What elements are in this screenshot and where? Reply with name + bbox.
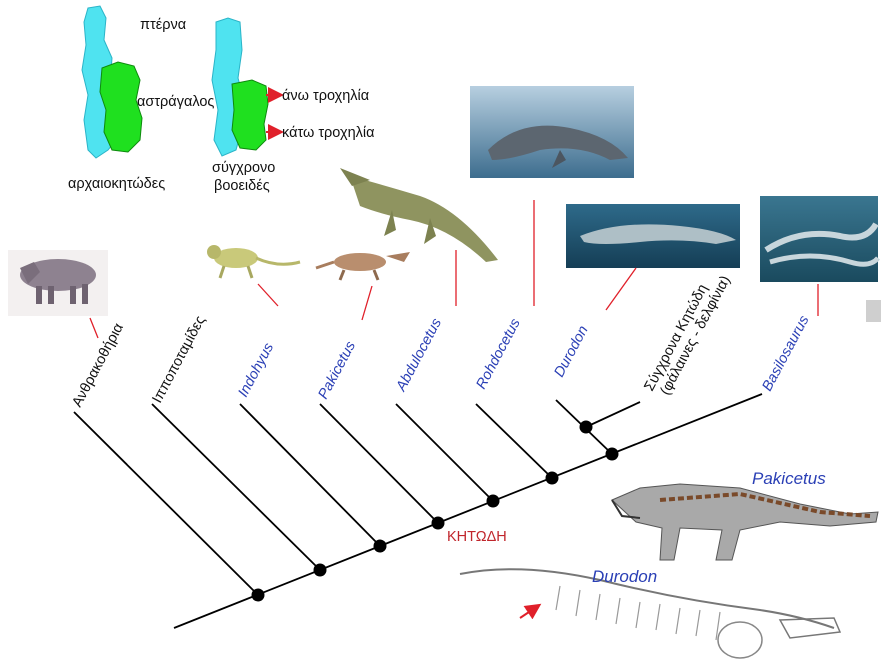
node-5 [487,495,500,508]
durodon-vestigial-arrow [520,606,538,618]
durodon-skeleton-label: Durodon [592,567,657,586]
astragalus-label: αστράγαλος [137,94,214,110]
branch-hippos [152,404,320,570]
node-3 [374,540,387,553]
branch-abdulocetus [396,404,493,501]
taxon-abdulocetus: Abdulocetus [393,316,445,395]
rhodocetus-illustration [470,86,634,178]
modern-astragalus-bone [232,80,268,150]
branch-pakicetus [320,404,438,523]
modern-bovid-label-1: σύγχρονο [212,160,275,176]
ancient-whale-label: αρχαιοκητώδες [68,176,165,192]
branch-rohdocetus [476,404,552,478]
node-7 [606,448,619,461]
node-8 [580,421,593,434]
ambulocetus-illustration [340,168,498,262]
lower-trochlea-label: κάτω τροχηλία [282,125,375,141]
durodon-illustration [566,204,740,268]
node-6 [546,472,559,485]
taxon-anthracotheres: Ανθρακοθήρια [69,321,127,410]
cetacea-clade-label: ΚΗΤΩΔΗ [447,529,507,545]
taxon-pakicetus: Pakicetus [315,339,359,402]
node-1 [252,589,265,602]
anthracothere-illustration [8,250,108,316]
modern-bovid-label-2: βοοειδές [214,178,270,194]
node-4 [432,517,445,530]
taxon-rohdocetus: Rohdocetus [473,316,523,392]
calcaneus-label: πτέρνα [140,17,186,33]
branch-indohyus [240,404,380,546]
slide-edge-marker [866,300,881,322]
node-2 [314,564,327,577]
pakicetus-skeleton [612,484,878,560]
modern-bovid-ankle [212,18,268,156]
branch-modern-cetaceans [586,402,640,427]
taxon-durodon: Durodon [551,323,591,380]
ancient-whale-ankle [82,6,142,158]
taxon-indohyus: Indohyus [235,340,277,399]
taxon-hippos: Ιπποποταμίδες [149,313,208,406]
basilosaurus-illustration [760,196,878,282]
branch-anthracotheres [74,412,258,595]
pakicetus-illustration [316,252,410,280]
indohyus-illustration [207,245,300,278]
upper-trochlea-label: άνω τροχηλία [282,88,369,104]
pakicetus-skeleton-label: Pakicetus [752,469,826,488]
taxon-basilosaurus: Basilosaurus [759,313,812,394]
